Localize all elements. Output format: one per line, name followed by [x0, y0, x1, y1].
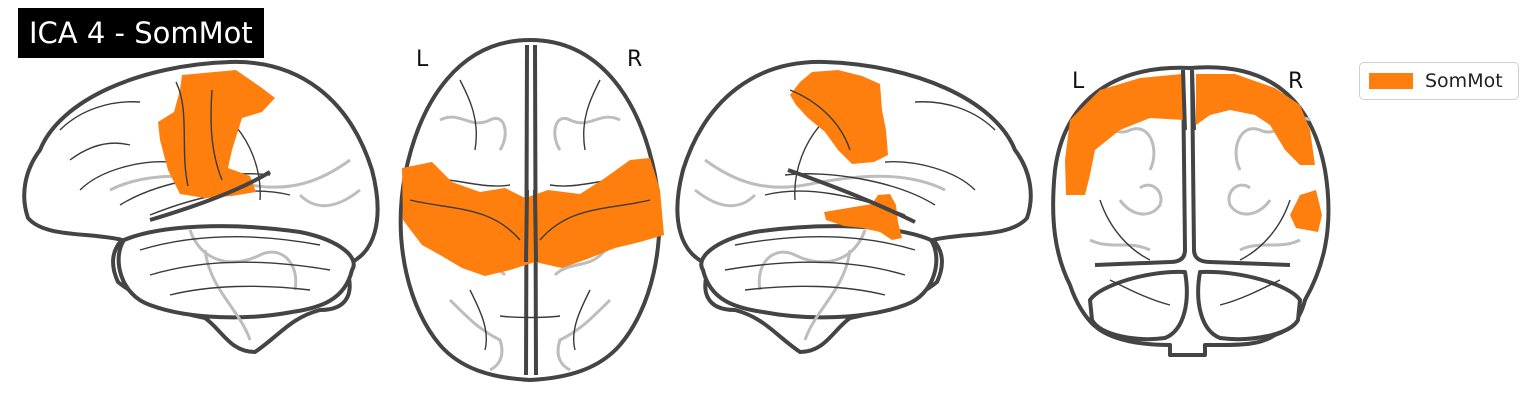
sagittal-right-view — [675, 59, 1033, 354]
sagittal-left-cerebellum — [116, 224, 356, 320]
coronal-right-blob — [1196, 74, 1315, 165]
coronal-view: L R — [1051, 65, 1331, 357]
coronal-right-label: R — [1288, 69, 1303, 94]
coronal-right-lower-blob — [1290, 190, 1322, 232]
legend: SomMot — [1359, 62, 1519, 100]
sagittal-left-view — [22, 59, 380, 354]
sagittal-right-upper-blob — [790, 70, 888, 164]
legend-label: SomMot — [1425, 70, 1503, 92]
coronal-cerebellum-left — [1088, 269, 1189, 342]
figure-title: ICA 4 - SomMot — [18, 8, 264, 58]
sagittal-left-somatomotor-blob — [158, 70, 275, 198]
axial-somatomotor-blob — [402, 158, 664, 276]
sagittal-right-cerebellum — [699, 224, 939, 320]
coronal-left-label: L — [1072, 69, 1085, 94]
axial-view: L R — [398, 38, 664, 382]
axial-left-label: L — [416, 47, 429, 72]
legend-swatch — [1369, 73, 1413, 89]
coronal-cerebellum-right — [1196, 269, 1302, 342]
axial-right-label: R — [627, 47, 642, 72]
coronal-left-blob — [1065, 74, 1184, 195]
